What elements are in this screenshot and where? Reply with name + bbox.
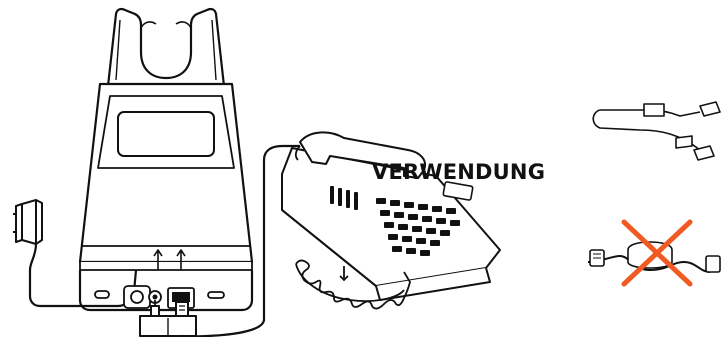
ehs-cable-icon <box>587 101 721 273</box>
desk-phone-icon <box>281 131 501 301</box>
headset-base-station-icon <box>78 7 254 309</box>
caption-verwendung: VERWENDUNG <box>372 160 546 184</box>
power-adapter-icon <box>13 199 138 308</box>
not-used-cross-icon <box>621 219 693 287</box>
